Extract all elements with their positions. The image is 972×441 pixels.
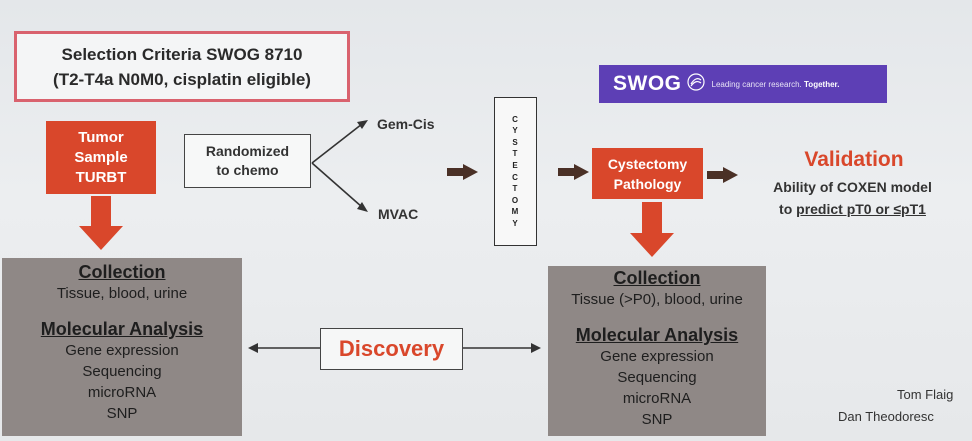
arrow-to-cystectomy bbox=[447, 164, 478, 180]
swog-logo-text: SWOG bbox=[613, 72, 682, 95]
right-analysis-title: Molecular Analysis bbox=[575, 325, 739, 345]
swog-swirl-icon bbox=[686, 72, 706, 97]
swog-tagline-bold: Together. bbox=[804, 79, 840, 89]
discovery-left-arrow bbox=[248, 343, 320, 353]
left-collection-text: Tissue, blood, urine bbox=[56, 285, 188, 302]
right-collection-title: Collection bbox=[613, 268, 701, 288]
validation-line-2-prefix: to bbox=[779, 201, 793, 217]
arrow-to-pathology bbox=[558, 164, 589, 180]
left-collection-title: Collection bbox=[78, 262, 166, 282]
criteria-subtitle: (T2-T4a N0M0, cisplatin eligible) bbox=[53, 69, 311, 89]
discovery-box: Discovery bbox=[320, 328, 463, 370]
cystectomy-box: C Y S T E C T O M Y bbox=[494, 97, 537, 246]
tumor-line-1: Tumor bbox=[78, 128, 124, 146]
arrow-to-validation bbox=[707, 167, 738, 183]
left-analysis-item: SNP bbox=[106, 405, 138, 422]
cystectomy-letter: Y bbox=[512, 126, 519, 136]
arm-gem-cis: Gem-Cis bbox=[377, 116, 435, 132]
validation-title: Validation bbox=[804, 148, 904, 171]
validation-line-2: to predict pT0 or ≤pT1 bbox=[745, 198, 960, 220]
left-analysis-item: Sequencing bbox=[82, 363, 162, 380]
credit-line-2: Dan Theodoresc bbox=[838, 409, 934, 424]
cystectomy-letter: C bbox=[512, 114, 519, 124]
right-analysis-item: SNP bbox=[641, 411, 673, 428]
split-arrow-down bbox=[311, 162, 368, 212]
cystectomy-letter: C bbox=[512, 172, 519, 182]
swog-tagline: Leading cancer research. Together. bbox=[712, 80, 840, 89]
cystectomy-letter: Y bbox=[512, 218, 519, 228]
cystectomy-letter: S bbox=[512, 137, 519, 147]
tumor-line-2: Sample bbox=[74, 148, 128, 166]
validation-line-2-underlined: predict pT0 or ≤pT1 bbox=[796, 201, 926, 217]
right-analysis-item: Gene expression bbox=[600, 348, 714, 365]
left-analysis-panel: Collection Tissue, blood, urine Molecula… bbox=[2, 258, 242, 436]
tumor-down-arrow bbox=[79, 196, 123, 250]
credit-line-1: Tom Flaig bbox=[897, 387, 954, 402]
right-analysis-panel: Collection Tissue (>P0), blood, urine Mo… bbox=[548, 266, 766, 436]
left-analysis-title: Molecular Analysis bbox=[40, 319, 204, 339]
validation-description: Ability of COXEN model to predict pT0 or… bbox=[745, 176, 960, 220]
cystectomy-letter: E bbox=[512, 160, 519, 170]
criteria-title: Selection Criteria SWOG 8710 bbox=[61, 44, 303, 64]
tumor-line-3: TURBT bbox=[75, 168, 127, 186]
cystectomy-letter: T bbox=[512, 149, 519, 159]
arm-mvac: MVAC bbox=[378, 206, 419, 222]
pathology-line-2: Pathology bbox=[613, 175, 682, 192]
randomized-box: Randomized to chemo bbox=[184, 134, 311, 188]
swog-tagline-main: Leading cancer research. bbox=[711, 79, 802, 89]
swog-banner: SWOG Leading cancer research. Together. bbox=[599, 65, 887, 103]
randomized-line-1: Randomized bbox=[205, 143, 290, 159]
left-analysis-item: Gene expression bbox=[65, 342, 179, 359]
validation-line-1: Ability of COXEN model bbox=[773, 179, 932, 195]
selection-criteria-box: Selection Criteria SWOG 8710 (T2-T4a N0M… bbox=[14, 31, 350, 102]
right-collection-text: Tissue (>P0), blood, urine bbox=[571, 291, 743, 308]
pathology-line-1: Cystectomy bbox=[607, 155, 688, 172]
cystectomy-letter: M bbox=[511, 207, 520, 217]
tumor-sample-box: Tumor Sample TURBT bbox=[46, 121, 156, 194]
pathology-down-arrow bbox=[630, 202, 674, 257]
left-analysis-item: microRNA bbox=[87, 384, 157, 401]
discovery-right-arrow bbox=[463, 343, 541, 353]
randomized-line-2: to chemo bbox=[216, 162, 279, 178]
cystectomy-pathology-box: Cystectomy Pathology bbox=[592, 148, 703, 199]
right-analysis-item: microRNA bbox=[622, 390, 692, 407]
cystectomy-letter: O bbox=[511, 195, 520, 205]
cystectomy-letter: T bbox=[512, 184, 519, 194]
right-analysis-item: Sequencing bbox=[617, 369, 697, 386]
split-arrow-up bbox=[311, 120, 368, 164]
